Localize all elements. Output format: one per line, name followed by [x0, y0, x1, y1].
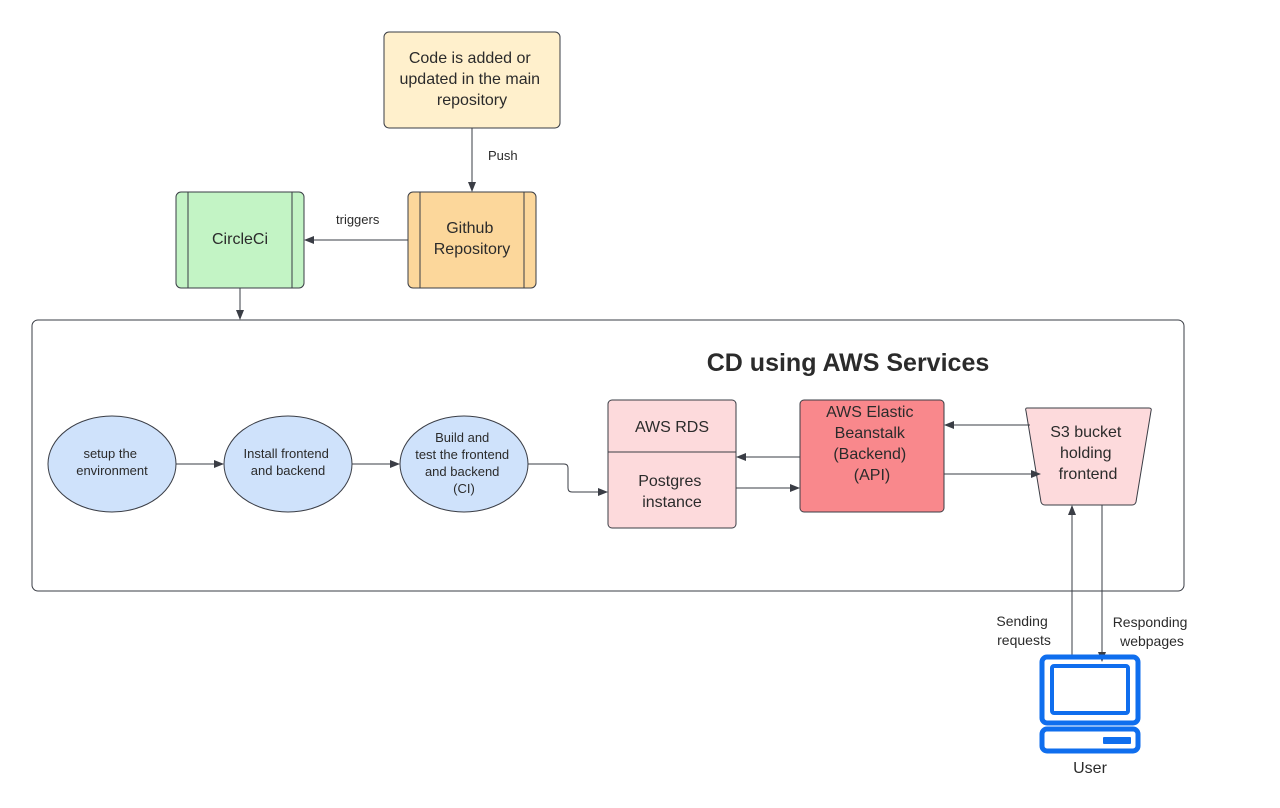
- build-test-text: Build and test the frontend and backend …: [415, 430, 513, 496]
- elastic-beanstalk-box: [799, 399, 945, 513]
- build-to-rds-arrow: [528, 463, 608, 496]
- install-text: Install frontend and backend: [244, 446, 333, 478]
- user-label: User: [1073, 760, 1107, 777]
- triggers-label: triggers: [336, 212, 380, 227]
- aws-rds-box: [607, 399, 737, 529]
- aws-rds-title: AWS RDS: [635, 419, 709, 436]
- elastic-beanstalk-text: AWS Elastic Beanstalk (Backend) (API): [826, 404, 918, 484]
- aws-rds-body: Postgres instance: [638, 473, 706, 511]
- push-label: Push: [488, 148, 518, 163]
- github-repository-text: Github Repository: [434, 220, 510, 258]
- setup-environment-text: setup the environment: [76, 446, 148, 478]
- computer-monitor-icon: [1039, 654, 1141, 754]
- s3-bucket-text: S3 bucket holding frontend: [1050, 424, 1126, 483]
- sending-requests-label: Sending requests: [996, 613, 1051, 648]
- cd-container-title: CD using AWS Services: [707, 349, 990, 377]
- s3-bucket-shape: [1025, 407, 1152, 506]
- code-added-text: Code is added or updated in the main rep…: [400, 50, 545, 109]
- circleci-text: CircleCi: [212, 231, 268, 248]
- github-repository-box: [407, 191, 537, 289]
- responding-webpages-label: Responding webpages: [1113, 614, 1192, 649]
